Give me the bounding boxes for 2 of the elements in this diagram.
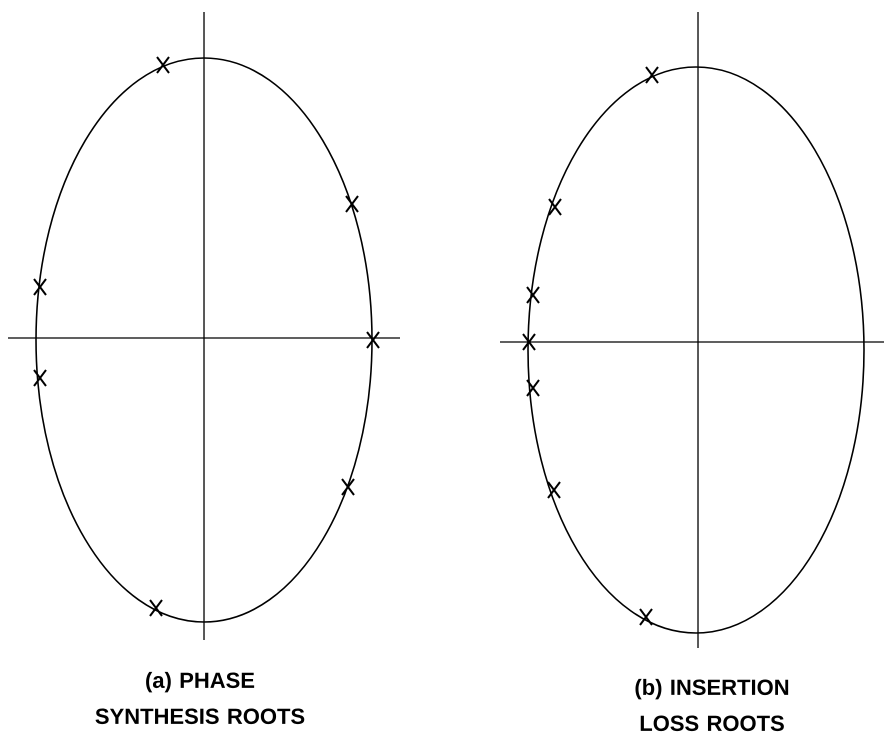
caption: (a) PHASE SYNTHESIS ROOTS xyxy=(96,672,304,724)
caption: (b) INSERTION LOSS ROOTS xyxy=(636,678,788,732)
